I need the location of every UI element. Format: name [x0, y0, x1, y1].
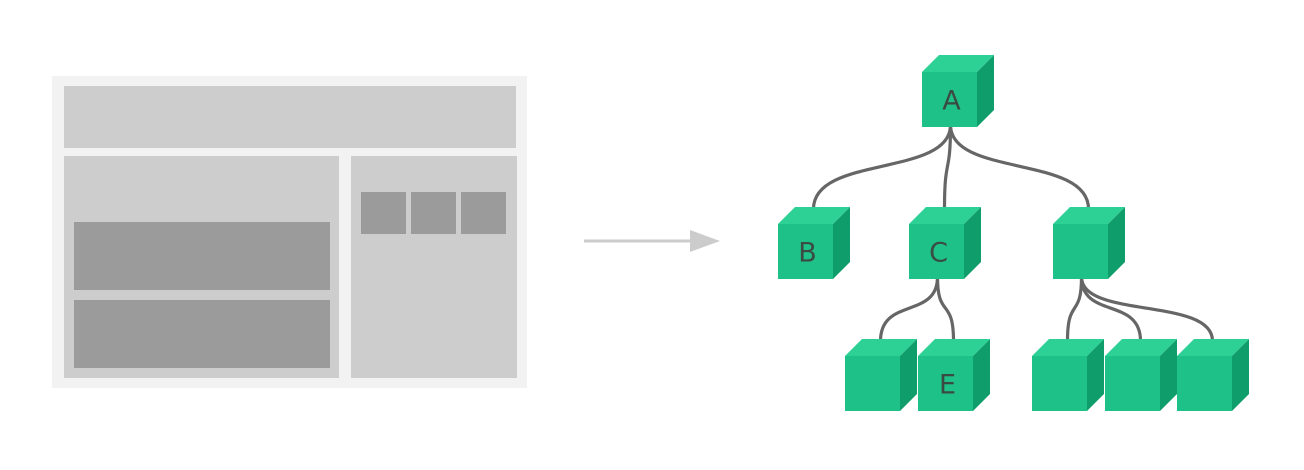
tree-node-grandchild-2: E: [918, 339, 990, 411]
tree-node-label: C: [929, 238, 948, 269]
cube-front-face: [1105, 356, 1160, 411]
cube-top-face: [1032, 339, 1104, 356]
cube-side-face: [1160, 339, 1177, 411]
cube-side-face: [977, 55, 994, 127]
cube-top-face: [1053, 207, 1125, 224]
tree-node-grandchild-3: [1032, 339, 1104, 411]
tree-node-grandchild-5: [1177, 339, 1249, 411]
tree-node-root: A: [922, 55, 994, 127]
cube-front-face: [778, 224, 833, 279]
cube-top-face: [909, 207, 981, 224]
tree-nodes: A B C E: [778, 55, 1249, 411]
tree-connector-child-2-to-grandchild-2: [935, 276, 956, 342]
layout-header: [64, 86, 516, 148]
tree-connector-child-3-to-grandchild-4: [1079, 276, 1143, 342]
cube-side-face: [964, 207, 981, 279]
tree-node-label: B: [798, 238, 817, 269]
tree-connector-child-3-to-grandchild-3: [1065, 276, 1084, 342]
cube-side-face: [1087, 339, 1104, 411]
tree-connectors: [811, 124, 1215, 342]
tree-node-label: A: [942, 86, 961, 117]
layout-sidebar-tile-1: [361, 192, 406, 234]
layout-sidebar-tile-3: [461, 192, 506, 234]
cube-top-face: [922, 55, 994, 72]
tree-node-label: E: [939, 370, 956, 401]
cube-side-face: [900, 339, 917, 411]
cube-top-face: [1177, 339, 1249, 356]
cube-front-face: [922, 72, 977, 127]
cube-top-face: [845, 339, 917, 356]
cube-side-face: [1232, 339, 1249, 411]
cube-top-face: [1105, 339, 1177, 356]
cube-top-face: [918, 339, 990, 356]
tree-connector-root-to-child-3: [948, 124, 1091, 210]
tree-node-child-1: B: [778, 207, 850, 279]
cube-side-face: [833, 207, 850, 279]
right-arrow-icon: [584, 230, 720, 252]
cube-side-face: [1108, 207, 1125, 279]
tree-connector-child-3-to-grandchild-5: [1079, 276, 1215, 342]
cube-top-face: [778, 207, 850, 224]
cube-front-face: [1032, 356, 1087, 411]
tree-connector-root-to-child-2: [942, 124, 953, 210]
tree-node-child-2: C: [909, 207, 981, 279]
cube-front-face: [909, 224, 964, 279]
tree-node-child-3: [1053, 207, 1125, 279]
page-layout-wireframe: [52, 76, 527, 388]
tree-connector-root-to-child-1: [811, 124, 953, 210]
cube-side-face: [973, 339, 990, 411]
layout-sidebar-tile-2: [411, 192, 456, 234]
tree-node-grandchild-1: [845, 339, 917, 411]
tree-node-grandchild-4: [1105, 339, 1177, 411]
layout-main-block-bottom: [74, 300, 330, 368]
layout-sidebar: [351, 156, 517, 378]
layout-main-block-top: [74, 222, 330, 290]
cube-front-face: [918, 356, 973, 411]
tree-connector-child-2-to-grandchild-1: [878, 276, 940, 342]
cube-front-face: [1177, 356, 1232, 411]
cube-front-face: [1053, 224, 1108, 279]
cube-front-face: [845, 356, 900, 411]
